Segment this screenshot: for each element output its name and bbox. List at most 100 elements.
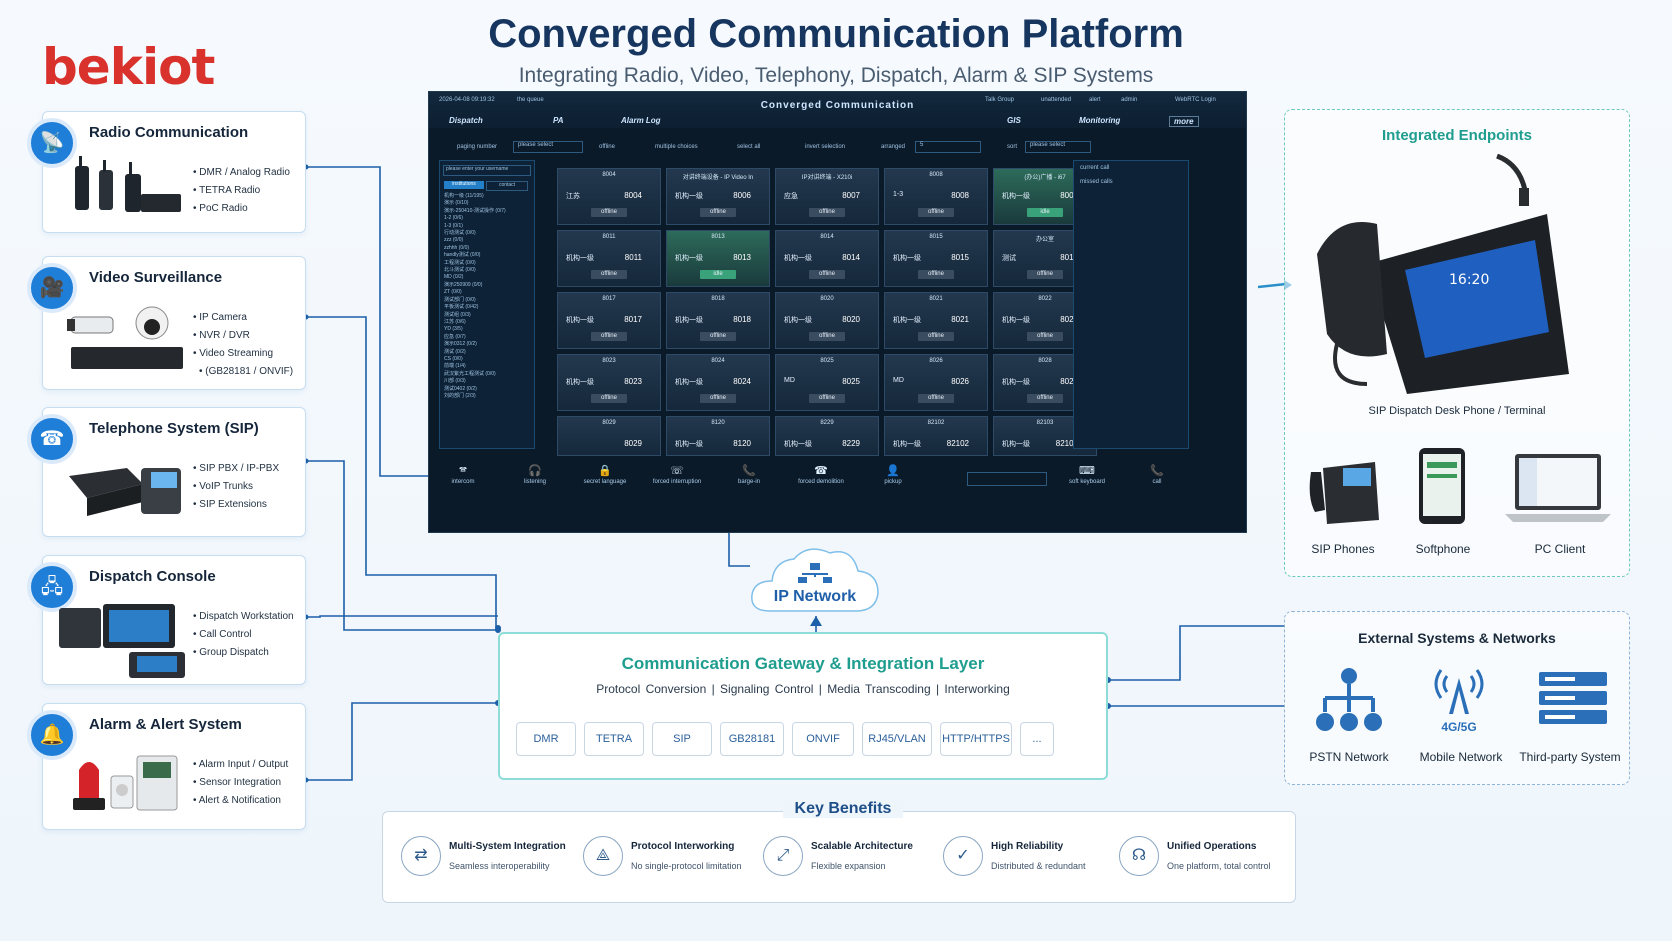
tile-group: 机构一级 [566,255,594,262]
pc-client-icon [1505,454,1611,522]
benefit-title: High Reliability [991,841,1064,852]
tile-name: 82102 [927,420,945,426]
offline-toggle[interactable]: offline [599,144,615,150]
tree-item[interactable]: 1-3 (0/1) [444,222,463,229]
tree-item[interactable]: 江苏 (0/6) [444,318,466,325]
tree-item[interactable]: zzz (0/0) [444,237,464,244]
tree-item[interactable]: 演示0312 (0/2) [444,341,477,348]
dial-input[interactable] [967,472,1047,486]
toolbar-button[interactable]: 👤pickup [863,464,923,485]
tab-contact[interactable]: contact [486,181,528,191]
toolbar-button[interactable]: 📞barge-in [719,464,779,485]
tree-item[interactable]: 工程测试 (0/0) [444,259,476,266]
tile-status: offline [700,332,736,341]
queue-label[interactable]: the queue [517,97,544,103]
tab-gis[interactable]: GIS [1007,116,1021,125]
missed-calls-label[interactable]: missed calls [1080,179,1113,185]
tab-monitoring[interactable]: Monitoring [1079,116,1121,125]
toolbar-button[interactable]: ⌨soft keyboard [1057,464,1117,485]
tile-number: 8018 [733,315,751,324]
tile-status: offline [918,394,954,403]
toolbar-button[interactable]: 🕿intercom [433,464,493,485]
tree-item[interactable]: 川部 (0/3) [444,378,466,385]
paging-select[interactable]: please select [513,141,583,153]
tree-item[interactable]: 演示250909 (0/0) [444,281,483,288]
tile-number: 8023 [624,377,642,386]
toolbar-button[interactable]: 🎧listening [505,464,565,485]
tree-item[interactable]: 行动测试 (0/0) [444,230,476,237]
tab-dispatch[interactable]: Dispatch [449,116,483,125]
toolbar-label: call [1152,479,1162,485]
multiple-choice-toggle[interactable]: multiple choices [655,144,698,150]
tree-item[interactable]: 演示 (0/10) [444,200,469,207]
dispatch-software-screenshot: 2026-04-08 09:19:32 the queue Converged … [428,91,1247,533]
tree-item[interactable]: 前端 (1/4) [444,363,466,370]
tab-pa[interactable]: PA [553,116,564,125]
tree-item[interactable]: 平板测试 (0/42) [444,304,479,311]
tree-item[interactable]: 刘的部门 (2/3) [444,392,476,399]
tree-item[interactable]: YD (3/5) [444,326,463,333]
alert-button[interactable]: alert [1089,97,1101,103]
tab-more[interactable]: more [1169,116,1199,127]
current-call-label[interactable]: current call [1080,165,1110,171]
arranged-select[interactable]: 5 [915,141,981,153]
tree-item[interactable]: 测试部门 (0/0) [444,296,476,303]
tree-item[interactable]: 北斗测试 (0/0) [444,267,476,274]
tree-item[interactable]: 1-2 (0/6) [444,215,463,222]
console-devices-icon [59,604,185,678]
tree-item[interactable]: MD (0/2) [444,274,464,281]
tree-item[interactable]: zzhhh (0/0) [444,244,470,251]
tree-item[interactable]: 测试组 (0/3) [444,311,471,318]
tab-institutions[interactable]: institutions [444,181,484,189]
toolbar-button[interactable]: 🔒secret language [575,464,635,485]
toolbar-button[interactable]: ☎forced demolition [791,464,851,485]
tree-item[interactable]: CS (0/0) [444,355,463,362]
mobile-tower-icon [1434,669,1484,714]
arranged-label: arranged [881,144,906,150]
admin-user[interactable]: admin [1121,97,1138,103]
webrtc-login[interactable]: WebRTC Login [1175,97,1216,103]
tree-item[interactable]: 武汉紫光工程测试 (0/0) [444,370,496,377]
tab-alarm-log[interactable]: Alarm Log [621,116,661,125]
gateway-functions: Protocol Conversion | Signaling Control … [596,682,1010,696]
select-all-toggle[interactable]: select all [737,144,761,150]
tree-item[interactable]: ZT (0/0) [444,289,462,296]
tree-item[interactable]: 机构一级 (11/195) [444,193,484,199]
invert-selection-toggle[interactable]: invert selection [805,144,846,150]
toolbar-button[interactable]: ☏forced interruption [647,464,707,485]
toolbar-label: listening [523,479,546,485]
sort-select[interactable]: please select [1025,141,1091,153]
unattended-button[interactable]: unattended [1041,97,1072,103]
tree-item[interactable]: 演示-250410-测试操作 (0/7) [444,207,506,214]
org-tree: 机构一级 (11/195)演示 (0/10)演示-250410-测试操作 (0/… [444,193,506,400]
tree-item[interactable]: 应急 (0/7) [444,333,466,340]
tree-item[interactable]: 测试 (0/2) [444,348,466,355]
bullet: Sensor Integration [193,774,288,792]
talk-group-button[interactable]: Talk Group [985,97,1015,103]
tree-item[interactable]: 测试0402 (0/2) [444,385,477,392]
search-input[interactable]: please enter your username [443,165,531,176]
toolbar-button[interactable]: 📞call [1127,464,1187,485]
tree-item[interactable]: handly测试 (0/0) [444,252,481,259]
